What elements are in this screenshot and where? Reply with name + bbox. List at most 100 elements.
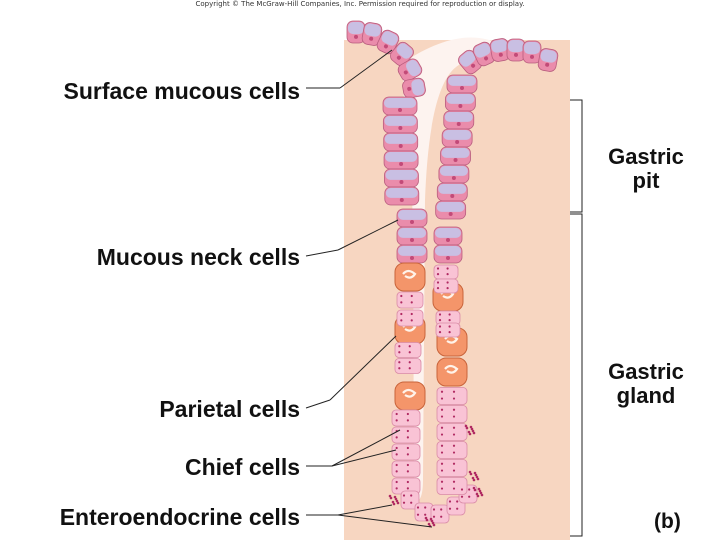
chief-cell-granule [448,319,451,322]
chief-cell-granule [440,415,444,418]
surface-mucous-cell-nucleus [407,86,412,91]
chief-cell-granule [410,319,413,322]
surface-mucous-cell-mucus [381,31,398,46]
mucous-neck-cell-mucus [398,228,426,238]
chief-cell-granule [440,397,444,400]
chief-cell [394,358,422,374]
surface-mucous-cell-nucleus [450,193,455,198]
label-parietal-cells: Parietal cells [159,396,300,422]
surface-mucous-cell [435,200,467,220]
chief-cell-granule [456,500,459,503]
surface-mucous-cell [489,38,511,62]
label-chief-cells: Chief cells [184,454,300,480]
chief-cell-granule [408,361,411,364]
enteroendocrine-granule [469,425,473,429]
enteroendocrine-granule [472,478,476,482]
surface-mucous-cell-nucleus [514,52,518,57]
chief-cell-granule [448,500,452,503]
surface-mucous-cell-nucleus [399,197,404,202]
copyright-notice: Copyright © The McGraw-Hill Companies, I… [195,0,525,8]
mucous-neck-cell-nucleus [410,219,414,224]
chief-cell-granule [398,351,401,354]
chief-cell-granule [452,451,456,454]
chief-cell-granule [452,444,456,447]
chief-cell-granule [460,488,464,491]
enteroendocrine-granule [391,500,395,504]
leader-surface-mucous-2 [339,49,393,89]
surface-mucous-cell-mucus [459,51,476,67]
leader-lines [305,49,433,528]
right-epithelium [432,38,559,495]
surface-mucous-cell-mucus [385,170,418,180]
chief-cell-granule [406,487,409,490]
enteroendocrine-granule [472,431,476,435]
surface-mucous-cell-nucleus [530,54,534,59]
surface-mucous-cell-nucleus [453,157,458,162]
chief-cell [430,504,450,524]
surface-mucous-cell-mucus [444,112,473,122]
enteroendocrine-granule [394,497,398,501]
enteroendocrine-granule [468,470,472,474]
chief-cell-granule [406,480,409,484]
chief-cell [435,322,461,338]
chief-cell-granule [468,495,471,498]
surface-mucous-cell-nucleus [354,34,358,39]
chief-cell [436,477,468,495]
leader-mucous-neck [305,249,339,257]
enteroendocrine-granule [427,522,431,526]
surface-mucous-cell-nucleus [471,63,476,68]
enteroendocrine-granule [432,523,436,527]
enteroendocrine-granule [392,502,396,506]
chief-cell-granule [410,501,413,504]
surface-mucous-cell-nucleus [398,143,403,148]
chief-cell-granule [452,462,456,465]
leader-parietal [305,399,331,409]
mucous-neck-cell-nucleus [446,255,450,260]
chief-cell [436,459,468,477]
leader-enteroendocrine-3 [337,514,433,528]
surface-mucous-cell-mucus [524,42,540,55]
enteroendocrine-granule [464,424,468,428]
surface-mucous-cell-nucleus [498,52,503,57]
chief-cell-granule [436,281,440,284]
chief-cell-granule [408,367,411,370]
chief-cell-granule [395,419,398,422]
granules [388,267,484,528]
chief-cell-granule [410,294,413,298]
mucous-neck-cell-nucleus [446,237,450,242]
chief-cell-granule [438,313,442,316]
chief-cell-granule [440,390,444,393]
surface-mucous-cell [383,132,419,152]
surface-mucous-cell-nucleus [458,103,463,108]
surface-mucous-cell [376,29,400,55]
enteroendocrine-granule [467,430,471,434]
chief-cell-granule [395,412,398,416]
region-brackets [570,99,583,537]
mucous-neck-cell-mucus [398,246,426,256]
chief-cell-granule [398,361,401,364]
surface-mucous-cell-mucus [396,43,413,59]
surface-mucous-cell [444,92,476,112]
chief-cell-granule [395,470,398,473]
chief-cell-granule [440,451,444,454]
chief-cell-granule [438,331,442,334]
label-gastric-pit-line2: pit [632,168,660,193]
mucous-neck-cell [396,208,428,228]
surface-mucous-cell-nucleus [484,56,489,61]
surface-mucous-cell-nucleus [383,44,388,49]
surface-mucous-cell-mucus [446,94,475,104]
surface-mucous-cell-nucleus [398,125,403,130]
surface-mucous-cell-nucleus [460,85,464,90]
gland-lumen [403,37,500,501]
surface-mucous-cell-nucleus [403,70,408,75]
label-mucous-neck-cells: Mucous neck cells [96,244,300,270]
label-gastric-pit: Gastric pit [598,145,694,193]
chief-cell-granule [446,267,449,270]
chief-cell-granule [452,415,456,418]
chief-cell [391,426,421,444]
surface-mucous-cell-mucus [443,130,472,140]
surface-mucous-cell [522,40,542,64]
chief-cell-granule [410,494,413,497]
surface-mucous-cell [441,128,473,148]
